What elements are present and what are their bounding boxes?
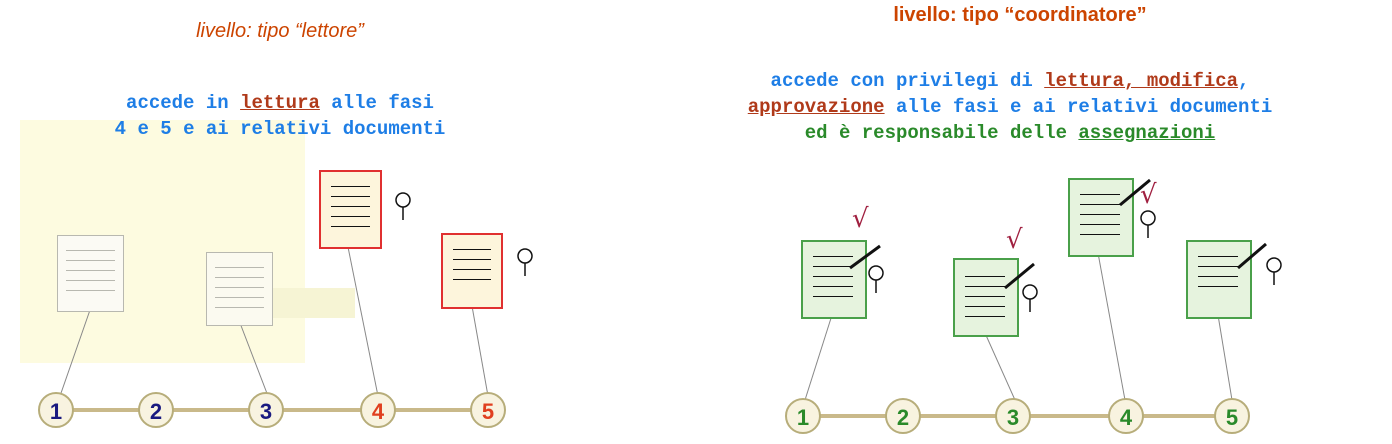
coord-desc-part: alle fasi e ai relativi documenti — [884, 96, 1273, 118]
coord-desc-highlight: assegnazioni — [1078, 122, 1216, 144]
lettore-title: livello: tipo “lettore” — [196, 20, 364, 42]
lettore-desc-part2: alle fasi — [319, 92, 434, 114]
coord-desc-part: accede con privilegi di — [770, 70, 1045, 92]
lettore-desc-part: accede in — [126, 92, 241, 114]
magnifier-icon — [517, 248, 533, 276]
phase-label: 1 — [796, 405, 810, 430]
magnifier-icon — [395, 192, 411, 220]
document-icon — [1068, 178, 1134, 257]
document-icon — [319, 170, 382, 249]
magnifier-icon — [868, 265, 884, 293]
connector — [239, 322, 269, 397]
document-icon — [1186, 240, 1252, 319]
lettore-desc-highlight: lettura — [240, 92, 320, 114]
coord-desc-highlight: lettura, modifica — [1044, 70, 1239, 92]
phase-node-3: 3 — [995, 398, 1031, 434]
phase-node-2: 2 — [138, 392, 174, 428]
lettore-desc-line2: 4 e 5 e ai relativi documenti — [114, 118, 446, 140]
phase-label: 5 — [1225, 405, 1239, 430]
phase-label: 2 — [896, 405, 910, 430]
checkmark-icon: √ — [852, 204, 869, 234]
phase-label: 2 — [149, 399, 163, 424]
coord-desc-highlight: approvazione — [747, 96, 885, 118]
phase-node-1: 1 — [785, 398, 821, 434]
magnifier-icon — [1022, 284, 1038, 312]
phase-node-3: 3 — [248, 392, 284, 428]
connector — [347, 246, 379, 397]
connector — [1217, 314, 1233, 401]
lettore-description: accede in lettura alle fasi 4 e 5 e ai r… — [0, 90, 560, 142]
coord-desc-part: , — [1238, 70, 1250, 92]
coordinatore-title: livello: tipo “coordinatore” — [893, 4, 1147, 26]
phase-node-5: 5 — [1214, 398, 1250, 434]
magnifier-icon — [1140, 210, 1156, 238]
phase-node-4: 4 — [1108, 398, 1144, 434]
phase-node-1: 1 — [38, 392, 74, 428]
phase-label: 4 — [1119, 405, 1133, 430]
phase-node-5: 5 — [470, 392, 506, 428]
phase-label: 4 — [371, 399, 385, 424]
connector — [804, 314, 833, 401]
document-icon — [206, 252, 273, 326]
checkmark-icon: √ — [1140, 180, 1157, 210]
pencil-icon — [1004, 262, 1035, 290]
document-icon — [57, 235, 124, 312]
coord-desc-part: ed è responsabile delle — [804, 122, 1079, 144]
document-icon — [953, 258, 1019, 337]
coordinatore-description: accede con privilegi di lettura, modific… — [620, 68, 1392, 146]
connector — [1097, 252, 1126, 401]
connector — [984, 332, 1016, 401]
connector — [59, 309, 91, 397]
pencil-icon — [849, 244, 881, 270]
connector — [471, 305, 489, 397]
pencil-icon — [1119, 178, 1151, 207]
phase-label: 3 — [1006, 405, 1020, 430]
phase-node-2: 2 — [885, 398, 921, 434]
phase-label: 3 — [259, 399, 273, 424]
document-icon — [441, 233, 503, 309]
pencil-icon — [1237, 242, 1267, 270]
checkmark-icon: √ — [1006, 225, 1023, 255]
phase-node-4: 4 — [360, 392, 396, 428]
magnifier-icon — [1266, 257, 1282, 285]
phase-label: 1 — [49, 399, 63, 424]
phase-label: 5 — [481, 399, 495, 424]
shaded-area-small — [270, 288, 355, 318]
document-icon — [801, 240, 867, 319]
